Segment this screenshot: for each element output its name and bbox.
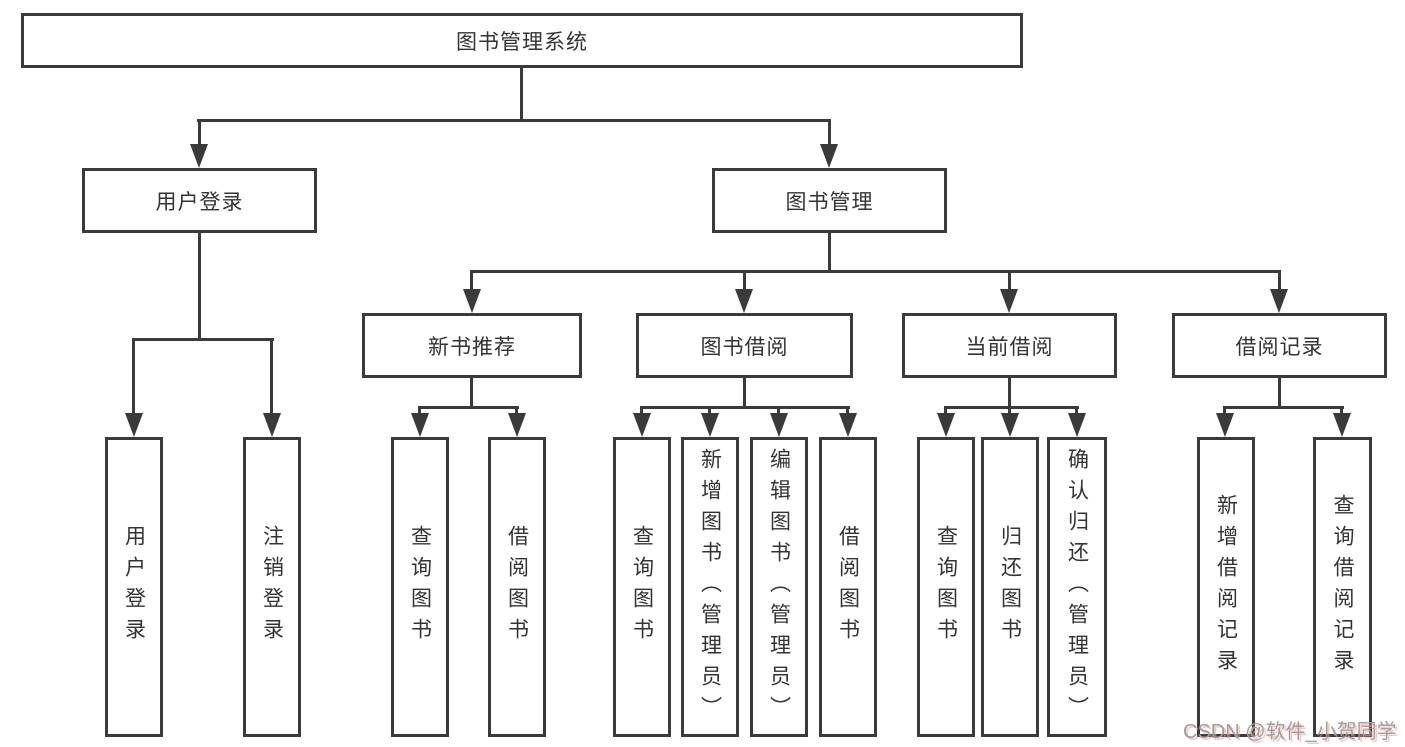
leaf-user-login: 用户登录 (105, 437, 163, 737)
connector-line (1008, 378, 1011, 409)
leaf-return-books: 归还图书 (981, 437, 1039, 737)
leaf-add-borrow-record-label: 新增借阅记录 (1214, 494, 1238, 680)
node-borrowing-records: 借阅记录 (1172, 313, 1387, 378)
arrow-down-icon (1001, 413, 1019, 437)
arrow-down-icon (411, 413, 429, 437)
leaf-edit-books-admin-label: 编辑图书（管理员） (767, 447, 791, 727)
leaf-query-books-borrowing-label: 查询图书 (630, 525, 654, 649)
connector-line (418, 406, 519, 409)
connector-line (197, 119, 831, 122)
connector-line (777, 406, 780, 416)
connector-line (198, 119, 201, 147)
connector-line (1223, 406, 1344, 409)
connector-line (743, 378, 746, 409)
connector-line (520, 66, 523, 122)
arrow-down-icon (839, 413, 857, 437)
connector-line (708, 406, 711, 416)
node-current-borrowing: 当前借阅 (902, 313, 1117, 378)
csdn-watermark: CSDN @软件_小贺同学 (1183, 721, 1397, 743)
connector-line (640, 406, 643, 416)
leaf-logout-label: 注销登录 (260, 525, 284, 649)
arrow-down-icon (1000, 289, 1018, 313)
node-user-login-label: 用户登录 (155, 190, 244, 214)
leaf-borrow-books-recommend-label: 借阅图书 (505, 525, 529, 649)
leaf-query-books-borrowing: 查询图书 (613, 437, 671, 737)
connector-line (1278, 378, 1281, 409)
leaf-add-books-admin-label: 新增图书（管理员） (698, 447, 722, 727)
arrow-down-icon (263, 413, 281, 437)
leaf-query-borrow-record-label: 查询借阅记录 (1331, 494, 1354, 680)
node-user-login: 用户登录 (82, 168, 317, 233)
connector-line (828, 119, 831, 147)
arrow-down-icon (1333, 413, 1351, 437)
leaf-query-borrow-record: 查询借阅记录 (1313, 437, 1372, 737)
connector-line (1075, 406, 1078, 416)
leaf-query-books-recommend-label: 查询图书 (408, 525, 432, 649)
connector-line (944, 406, 1079, 409)
connector-line (846, 406, 849, 416)
leaf-query-books-recommend: 查询图书 (391, 437, 449, 737)
connector-line (1340, 406, 1343, 416)
leaf-logout: 注销登录 (243, 437, 301, 737)
connector-line (132, 338, 135, 416)
node-book-management: 图书管理 (712, 168, 947, 233)
connector-line (470, 270, 473, 292)
connector-line (470, 270, 1281, 273)
arrow-down-icon (937, 413, 955, 437)
connector-line (470, 378, 473, 409)
connector-line (828, 233, 831, 273)
leaf-add-books-admin: 新增图书（管理员） (681, 437, 739, 737)
connector-line (1008, 406, 1011, 416)
node-current-borrowing-label: 当前借阅 (965, 335, 1054, 359)
leaf-return-books-label: 归还图书 (998, 525, 1022, 649)
leaf-query-books-current-label: 查询图书 (934, 525, 958, 649)
node-borrowing-records-label: 借阅记录 (1235, 335, 1324, 359)
connector-line (198, 233, 201, 341)
connector-line (1278, 270, 1281, 292)
leaf-borrow-books-borrowing: 借阅图书 (819, 437, 877, 737)
arrow-down-icon (820, 144, 838, 168)
arrow-down-icon (701, 413, 719, 437)
arrow-down-icon (125, 413, 143, 437)
node-book-borrowing: 图书借阅 (636, 313, 853, 378)
node-book-borrowing-label: 图书借阅 (700, 335, 789, 359)
connector-line (132, 338, 274, 341)
arrow-down-icon (190, 144, 208, 168)
leaf-borrow-books-recommend: 借阅图书 (488, 437, 546, 737)
connector-line (1223, 406, 1226, 416)
leaf-edit-books-admin: 编辑图书（管理员） (750, 437, 808, 737)
arrow-down-icon (633, 413, 651, 437)
connector-line (1008, 270, 1011, 292)
connector-line (270, 338, 273, 416)
arrow-down-icon (463, 289, 481, 313)
node-new-book-recommend: 新书推荐 (362, 313, 582, 378)
leaf-add-borrow-record: 新增借阅记录 (1197, 437, 1255, 737)
leaf-confirm-return-admin-label: 确认归还（管理员） (1065, 447, 1089, 727)
leaf-query-books-current: 查询图书 (917, 437, 975, 737)
arrow-down-icon (770, 413, 788, 437)
connector-line (515, 406, 518, 416)
connector-line (944, 406, 947, 416)
node-new-book-recommend-label: 新书推荐 (428, 335, 516, 359)
leaf-confirm-return-admin: 确认归还（管理员） (1047, 437, 1107, 737)
leaf-user-login-label: 用户登录 (122, 525, 146, 649)
arrow-down-icon (735, 289, 753, 313)
leaf-borrow-books-borrowing-label: 借阅图书 (836, 525, 860, 649)
arrow-down-icon (1216, 413, 1234, 437)
node-book-management-label: 图书管理 (785, 190, 874, 214)
arrow-down-icon (1068, 413, 1086, 437)
connector-line (418, 406, 421, 416)
node-library-system-label: 图书管理系统 (456, 30, 588, 54)
arrow-down-icon (1270, 289, 1288, 313)
node-library-system: 图书管理系统 (21, 13, 1023, 68)
connector-line (641, 406, 850, 409)
arrow-down-icon (508, 413, 526, 437)
connector-line (743, 270, 746, 292)
